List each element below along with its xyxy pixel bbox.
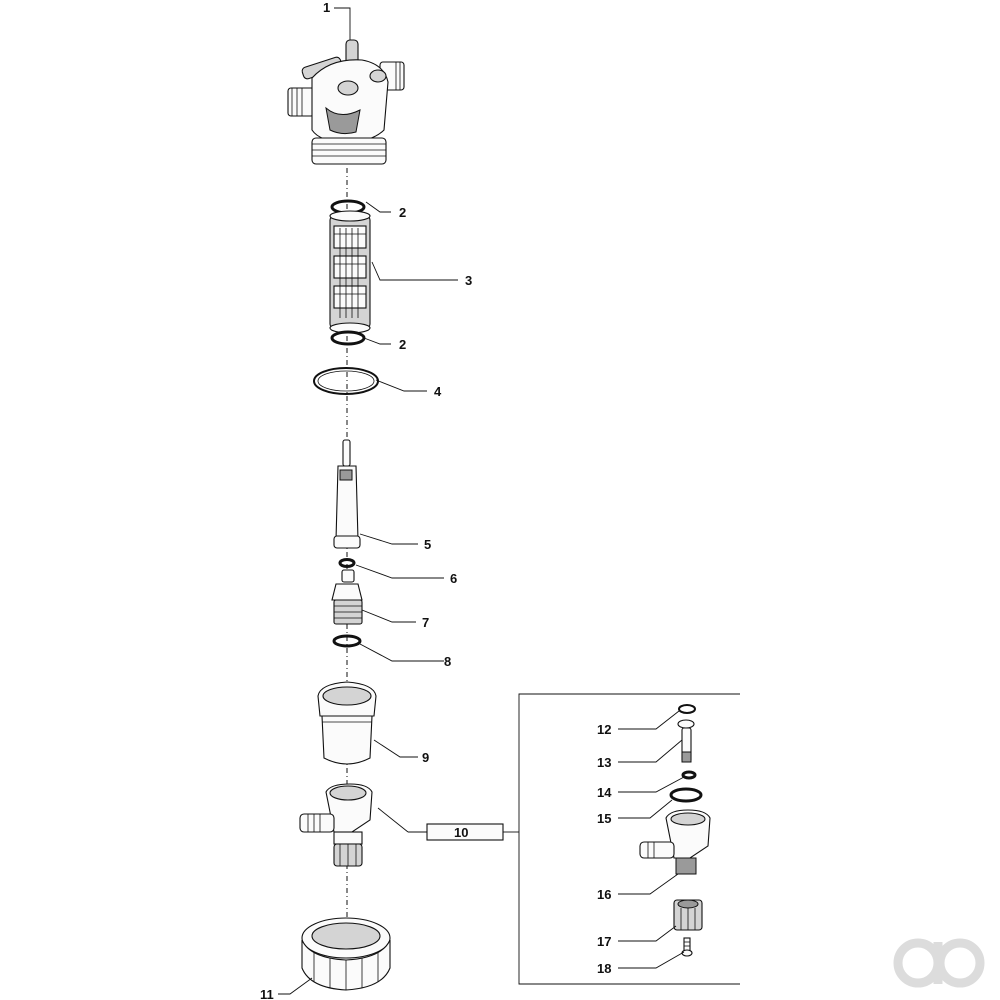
part-16-valve-body (639, 809, 711, 875)
detail-parts (639, 704, 711, 957)
part-10-valve-assembly (299, 783, 373, 867)
part-17-cap-nut (673, 899, 703, 931)
callout-17: 17 (597, 934, 611, 949)
callout-6: 6 (450, 571, 457, 586)
watermark-logo (893, 938, 985, 988)
callout-14: 14 (597, 785, 612, 800)
part-12-o-ring (678, 704, 696, 714)
part-18-screw (681, 937, 693, 957)
callout-4: 4 (434, 384, 442, 399)
part-14-o-ring (681, 770, 697, 780)
callout-10: 10 (454, 825, 468, 840)
callout-7: 7 (422, 615, 429, 630)
callout-labels: 1 2 3 2 4 5 6 7 8 9 10 11 12 13 14 15 16… (260, 0, 612, 1000)
callout-1: 1 (323, 0, 330, 15)
part-8-ring (332, 634, 362, 648)
part-13-valve-stem (677, 719, 695, 763)
callout-2-top: 2 (399, 205, 406, 220)
part-15-seal (669, 787, 703, 803)
part-7-nozzle-body (331, 569, 363, 625)
callout-16: 16 (597, 887, 611, 902)
callout-13: 13 (597, 755, 611, 770)
part-3-filter-screen (329, 210, 371, 334)
part-9-bowl (317, 681, 377, 765)
callout-8: 8 (444, 654, 451, 669)
part-11-ring-nut (301, 917, 391, 991)
callout-12: 12 (597, 722, 611, 737)
detail-box-frame (518, 693, 740, 985)
callout-15: 15 (597, 811, 611, 826)
leader-lines (278, 7, 685, 995)
part-6-o-ring (338, 558, 356, 568)
callout-11: 11 (260, 987, 274, 1000)
callout-3: 3 (465, 273, 472, 288)
callout-9: 9 (422, 750, 429, 765)
callout-2-bottom: 2 (399, 337, 406, 352)
part-4-seal (313, 367, 379, 395)
callout-18: 18 (597, 961, 611, 976)
part-5-nozzle-stem (333, 439, 361, 549)
part-2-o-ring-bottom (330, 330, 366, 346)
callout-5: 5 (424, 537, 431, 552)
part-1-filter-head (287, 39, 405, 165)
